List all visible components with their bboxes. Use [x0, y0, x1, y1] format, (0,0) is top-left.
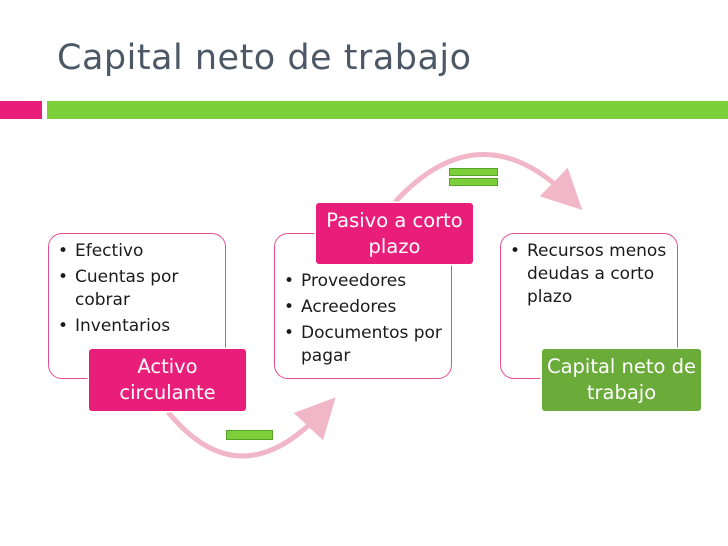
list-item: Cuentas por cobrar — [49, 266, 195, 312]
list-item: Acreedores — [275, 296, 451, 319]
step-box-capital: Recursos menos deudas a corto plazo — [500, 233, 678, 379]
curved-arrow-top — [393, 151, 583, 210]
minus-icon — [226, 430, 273, 440]
list-item: Recursos menos deudas a corto plazo — [501, 240, 672, 309]
step-label-capital: Capital neto de trabajo — [542, 349, 701, 411]
equals-icon-bottom — [449, 178, 498, 186]
accent-bar-green — [47, 101, 728, 119]
list-item: Proveedores — [275, 270, 451, 293]
accent-bar-pink — [0, 101, 42, 119]
list-item: Inventarios — [49, 315, 225, 338]
list-item: Documentos por pagar — [275, 322, 451, 368]
step-label-activo: Activo circulante — [89, 349, 246, 411]
equals-icon-top — [449, 168, 498, 176]
list-item: Efectivo — [49, 240, 225, 263]
step-label-pasivo: Pasivo a corto plazo — [316, 203, 473, 264]
curved-arrow-bottom — [166, 397, 336, 459]
slide-title: Capital neto de trabajo — [57, 38, 472, 78]
